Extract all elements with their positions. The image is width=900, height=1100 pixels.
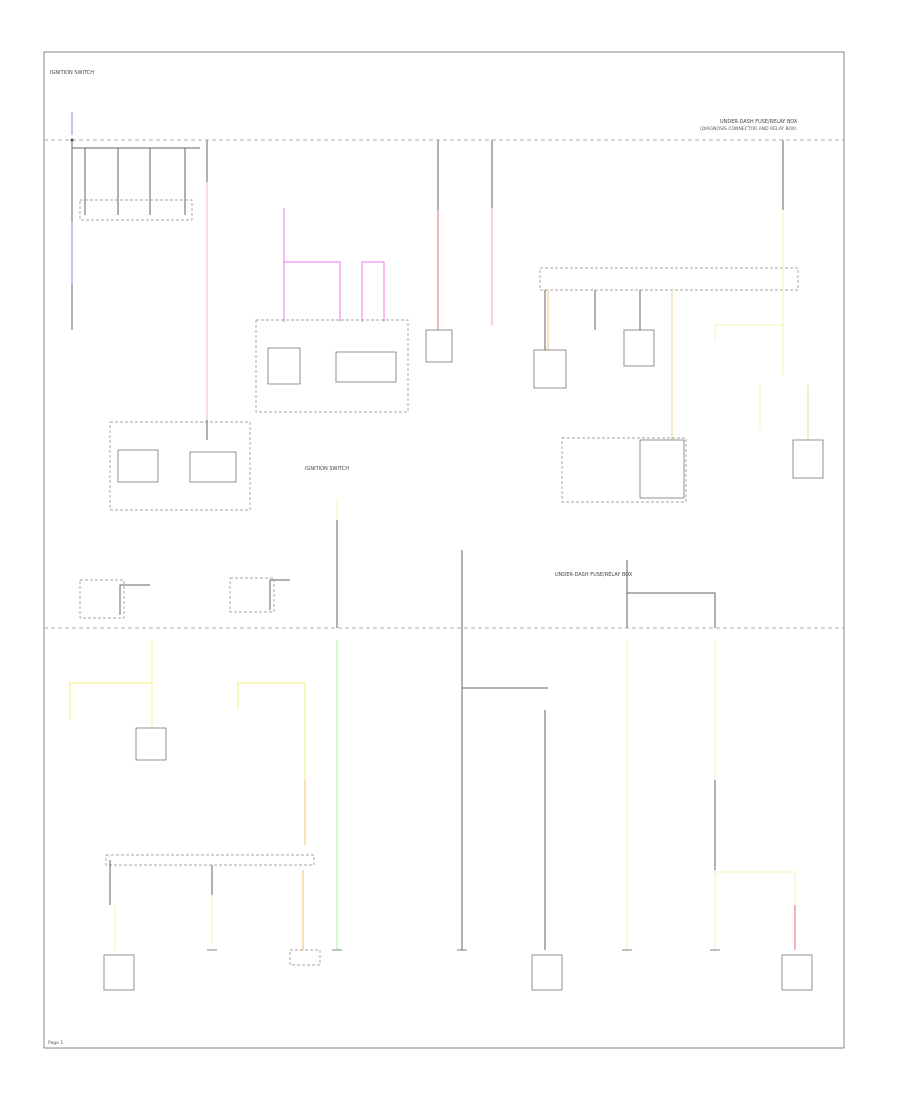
component-box-d [792, 439, 824, 479]
component-box-b [335, 351, 397, 383]
diagram-frame [43, 51, 845, 1049]
junction-dot [70, 138, 74, 142]
connector-dashed-block [255, 319, 409, 413]
component-box-e [639, 439, 685, 499]
wire-light-yellow-branch [714, 324, 783, 340]
connector-dashed-block-ml [109, 421, 251, 511]
fuse-box-sublabel-top: (DIAGNOSIS CONNECTOR AND RELAY BOX) [700, 126, 797, 132]
ignition-switch-label-top: IGNITION SWITCH [50, 70, 94, 76]
component-box-g [189, 451, 237, 483]
fuse-group-left [72, 147, 200, 221]
connector-dashed-block-mr [561, 437, 687, 503]
relay-group-mid [79, 550, 716, 628]
fuse-box-label-mid: UNDER-DASH FUSE/RELAY BOX [555, 572, 633, 578]
page-number: Page 1 [48, 1040, 63, 1046]
right-connector-group [533, 267, 799, 440]
wire-yellow-lower-2 [69, 682, 152, 720]
component-box-f [117, 449, 159, 483]
fuse-box-label-top: UNDER-DASH FUSE/RELAY BOX [720, 119, 798, 125]
bottom-components [103, 949, 813, 991]
component-box-c [425, 329, 453, 363]
ignition-switch-label-mid: IGNITION SWITCH [305, 466, 349, 472]
wire-light-yellow-lr4 [715, 871, 796, 905]
component-box-a [267, 347, 301, 385]
wire-yellow-lower-3 [237, 682, 306, 780]
connector-dashed-block-lower [105, 854, 315, 866]
component-box-h [135, 727, 167, 761]
wire-magenta-group [283, 208, 385, 322]
